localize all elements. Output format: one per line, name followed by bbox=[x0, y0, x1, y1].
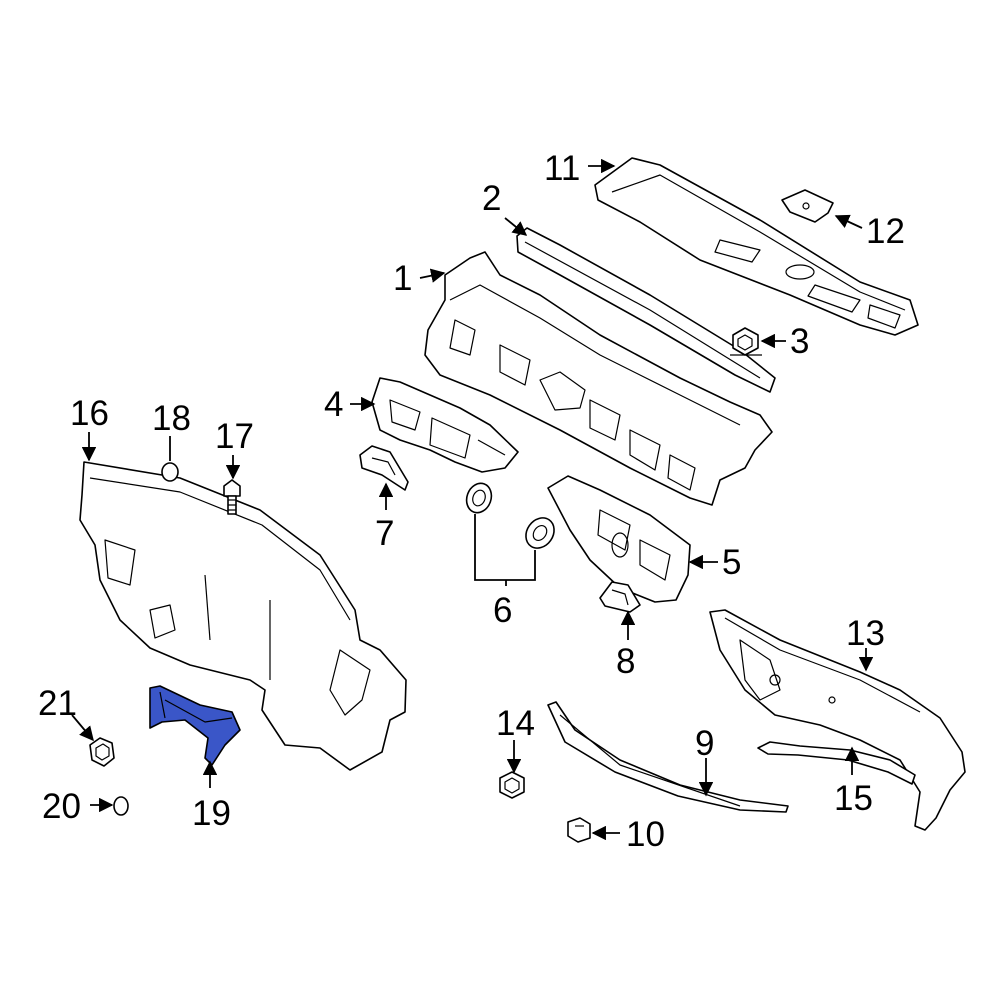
part-10-clip[interactable] bbox=[567, 817, 591, 843]
callout-8: 8 bbox=[616, 642, 635, 681]
part-1-dash-panel[interactable] bbox=[424, 251, 773, 506]
callout-14: 14 bbox=[496, 704, 535, 743]
callout-9: 9 bbox=[695, 724, 714, 763]
part-20-plug[interactable] bbox=[113, 796, 129, 816]
callout-3: 3 bbox=[790, 322, 809, 361]
callout-20: 20 bbox=[42, 787, 81, 826]
part-5-insulator[interactable] bbox=[547, 475, 691, 603]
callout-16: 16 bbox=[70, 394, 109, 433]
callout-12: 12 bbox=[866, 212, 905, 251]
part-6-grommet-b[interactable] bbox=[520, 512, 560, 553]
callout-19: 19 bbox=[192, 794, 231, 833]
callout-7: 7 bbox=[375, 514, 394, 553]
callout-5: 5 bbox=[722, 543, 741, 582]
part-13-side-panel[interactable] bbox=[709, 609, 966, 831]
callout-10: 10 bbox=[626, 815, 665, 854]
part-6-grommet-a[interactable] bbox=[463, 480, 496, 516]
part-2-seal-strip[interactable] bbox=[516, 227, 776, 393]
callout-labels: 1 2 3 4 5 6 7 8 9 10 11 12 13 14 15 16 1… bbox=[38, 149, 905, 854]
callout-2: 2 bbox=[482, 179, 501, 218]
callout-4: 4 bbox=[324, 385, 343, 424]
part-21-nut[interactable] bbox=[89, 737, 115, 767]
callout-15: 15 bbox=[834, 779, 873, 818]
callout-1: 1 bbox=[393, 259, 412, 298]
part-15-seal[interactable] bbox=[757, 741, 916, 785]
part-8-bracket[interactable] bbox=[599, 581, 641, 613]
part-17-bolt[interactable] bbox=[223, 479, 241, 515]
part-11-cowl-top-panel[interactable] bbox=[594, 157, 919, 336]
callout-6: 6 bbox=[493, 591, 512, 630]
callout-17: 17 bbox=[215, 417, 254, 456]
part-9-weatherstrip[interactable] bbox=[547, 701, 789, 813]
callout-13: 13 bbox=[846, 614, 885, 653]
part-3-nut[interactable] bbox=[730, 327, 762, 356]
callout-18: 18 bbox=[152, 399, 191, 438]
callout-11: 11 bbox=[544, 149, 580, 188]
part-7-bracket[interactable] bbox=[359, 445, 409, 491]
part-12-bracket[interactable] bbox=[781, 189, 834, 223]
part-4-insulator[interactable] bbox=[371, 377, 519, 473]
part-16-panel[interactable] bbox=[79, 461, 407, 771]
callout-21: 21 bbox=[38, 684, 77, 723]
part-19-bracket-highlighted[interactable] bbox=[149, 685, 241, 766]
leader-lines bbox=[71, 158, 874, 841]
part-14-nut[interactable] bbox=[499, 771, 525, 799]
part-18-plug[interactable] bbox=[161, 462, 179, 482]
